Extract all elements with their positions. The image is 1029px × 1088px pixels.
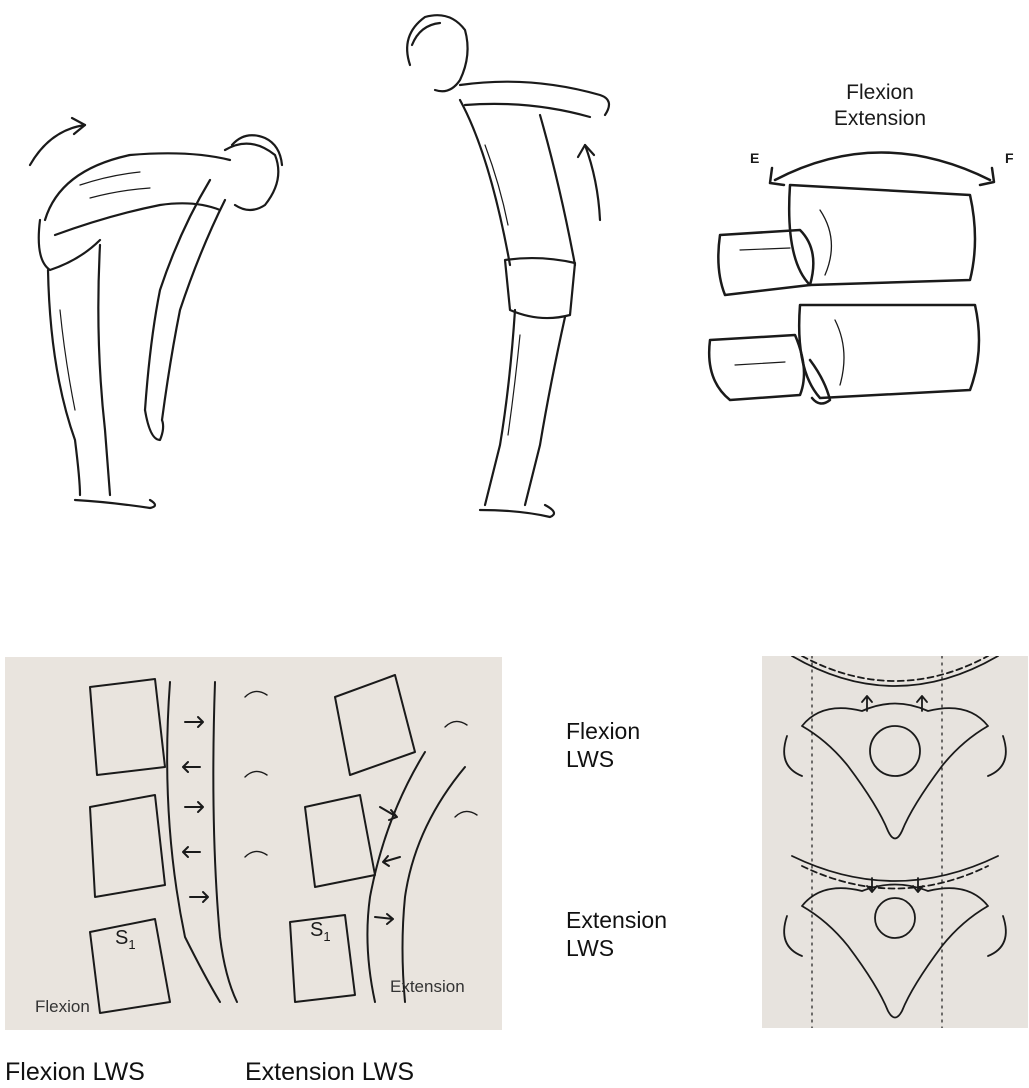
forward-bend-figure xyxy=(20,110,300,520)
rom-curved-arrow xyxy=(775,153,990,181)
upper-canal-circle xyxy=(870,726,920,776)
extension-s1-label: S1 xyxy=(310,919,331,944)
flexion-photo-caption: Flexion xyxy=(35,997,90,1017)
extension-vertebra-2 xyxy=(305,795,375,887)
flexion-vertebra-2 xyxy=(90,795,165,897)
extension-motion-arrow xyxy=(585,145,600,220)
vertebra-rom-diagram: Flexion Extension E F xyxy=(700,80,1020,420)
extension-lws-side-label: Extension LWS xyxy=(566,906,667,962)
axial-canal-photo xyxy=(762,656,1028,1028)
sagittal-canal-photo: S1 S1 Flexion Extension xyxy=(5,657,502,1030)
flexion-s1-label: S1 xyxy=(115,927,136,952)
flexion-vertebra-1 xyxy=(90,679,165,775)
caption-flexion-lws: Flexion LWS xyxy=(5,1058,145,1086)
axial-lower-vertebra xyxy=(802,885,988,1018)
caption-extension-lws: Extension LWS xyxy=(245,1058,414,1086)
flexion-lws-side-label: Flexion LWS xyxy=(566,717,640,773)
lower-canal-circle xyxy=(875,898,915,938)
extension-photo-caption: Extension xyxy=(390,977,465,997)
axial-upper-vertebra xyxy=(802,704,988,839)
extension-vertebra-1 xyxy=(335,675,415,775)
backward-bend-figure xyxy=(390,5,640,525)
